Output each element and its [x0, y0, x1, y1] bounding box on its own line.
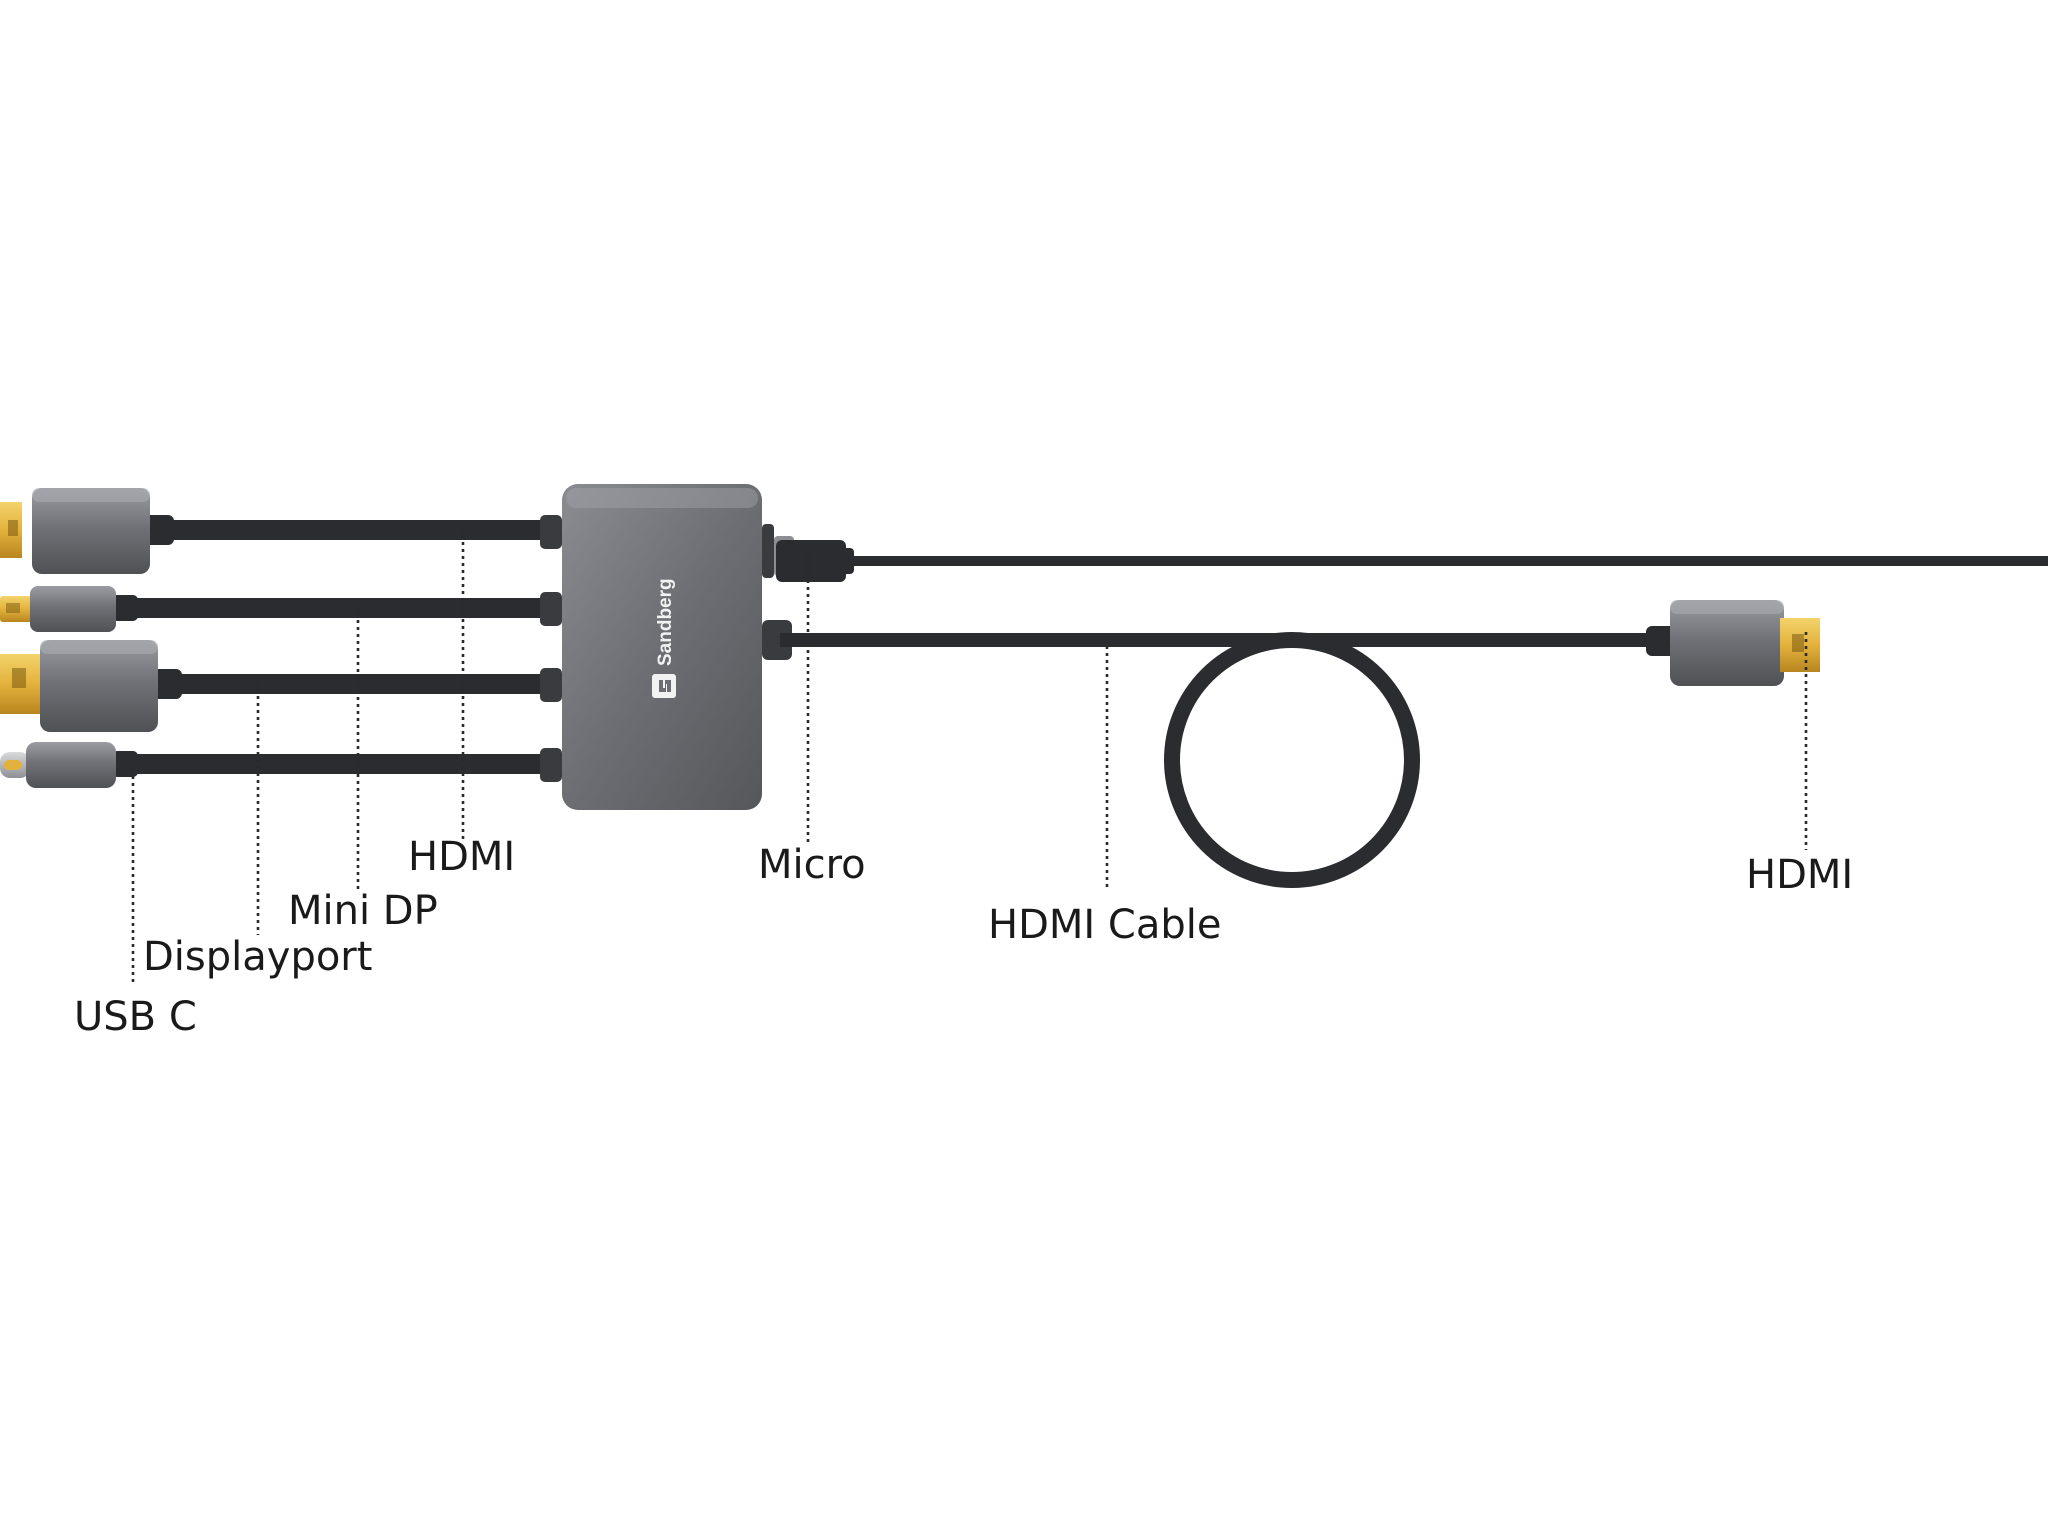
mini-dp-strain-relief [112, 595, 138, 621]
brand-text: Sandberg [655, 578, 676, 666]
usb-c-strain-relief [112, 751, 138, 777]
hdmi-output-connector-icon [1670, 600, 1820, 686]
hdmi-input-strain-relief [144, 515, 174, 545]
hdmi-connector-icon [0, 488, 150, 574]
label-mini-dp: Mini DP [288, 888, 438, 934]
label-hdmi-out: HDMI [1746, 852, 1853, 898]
sandberg-logo: Sandberg [652, 578, 676, 698]
label-usb-c: USB C [74, 994, 197, 1040]
adapter-hub [540, 484, 792, 810]
usb-c-connector-icon [0, 742, 116, 788]
label-hdmi-cable: HDMI Cable [988, 902, 1221, 948]
label-hdmi-port: HDMI [408, 834, 515, 880]
micro-usb-cable [774, 536, 2048, 582]
label-micro: Micro [758, 842, 866, 888]
displayport-connector-icon [0, 640, 158, 732]
left-cables [125, 520, 550, 774]
hdmi-output-cable [780, 626, 1676, 888]
mini-dp-connector-icon [0, 586, 116, 632]
label-displayport: Displayport [143, 934, 372, 980]
